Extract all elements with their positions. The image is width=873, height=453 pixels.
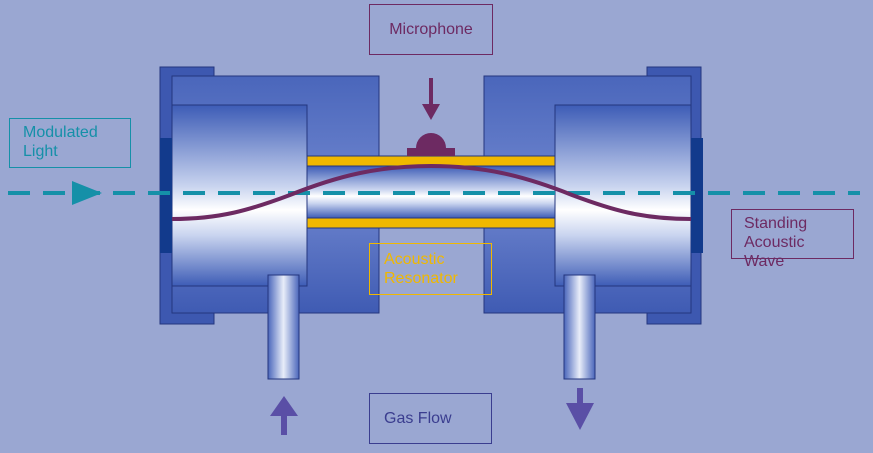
modulated-light-label: Modulated Light [9,118,131,168]
arrow-right-icon [72,181,102,205]
standing-acoustic-wave-label: Standing Acoustic Wave [731,209,854,270]
gas-outlet-port [563,274,596,380]
microphone-label: Microphone [369,4,493,55]
standing-wave-curve [171,163,692,221]
resonator-wall-bottom [306,217,556,229]
right-window [691,138,703,253]
microphone-icon [407,78,455,156]
gas-inlet-port [267,274,300,380]
arrow-up-icon [270,396,298,435]
arrow-down-icon [566,388,594,430]
left-window [160,138,172,253]
gas-flow-label: Gas Flow [369,393,492,444]
acoustic-resonator-label: Acoustic Resonator [369,243,492,295]
